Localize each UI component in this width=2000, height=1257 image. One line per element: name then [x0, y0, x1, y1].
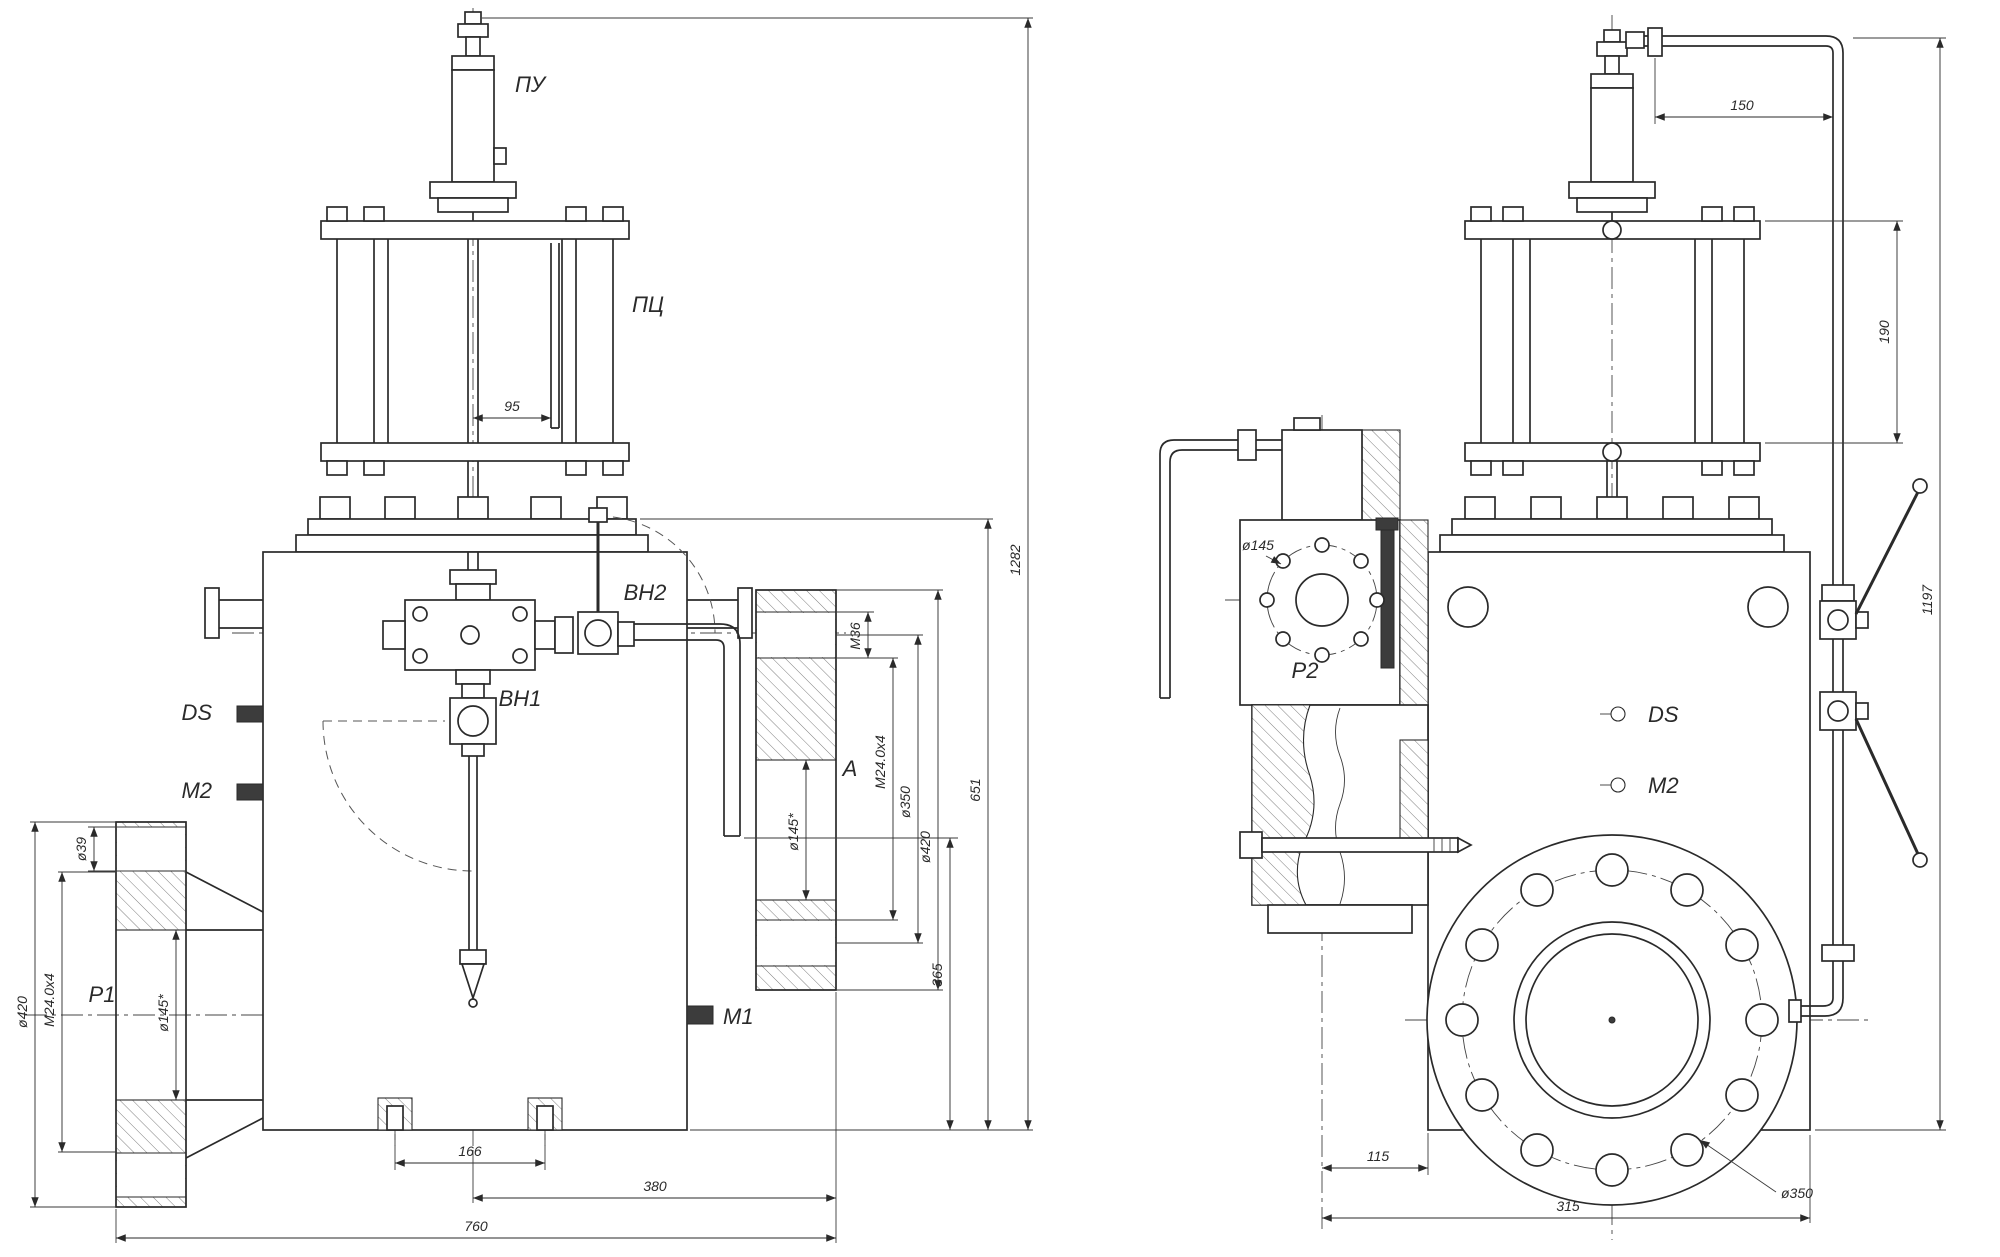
dim-350-main: ø350: [1781, 1185, 1813, 1201]
main-flange-right: [1426, 834, 1798, 1206]
dim-420-left: ø420: [14, 996, 30, 1028]
label-vn2: ВН2: [624, 580, 667, 605]
m1-port-left: [686, 1005, 714, 1025]
flange-p1: [115, 821, 264, 1208]
dim-145-left: ø145*: [155, 994, 171, 1032]
dim-150: 150: [1730, 97, 1754, 113]
dim-m24-right: М24.0х4: [872, 735, 888, 789]
dim-1282: 1282: [1007, 544, 1023, 575]
ball-valve-vn2: [577, 507, 741, 837]
p2-assembly: [1159, 417, 1473, 934]
pilot-pipe-right: [1625, 27, 1844, 585]
m2-port-left: [236, 783, 264, 801]
dim-350-right: ø350: [897, 786, 913, 818]
pneumatic-cylinder-left: [320, 206, 630, 497]
pilot-valve-left: [429, 11, 517, 221]
dim-380: 380: [643, 1178, 667, 1194]
dim-95: 95: [504, 398, 520, 414]
right-view-labels: P2 DS М2: [1292, 658, 1679, 798]
drain-boss-left-1: [377, 1097, 413, 1131]
dim-166: 166: [458, 1143, 482, 1159]
left-view-dimensions: 95 166 380 760 1282 651 365 М36: [14, 17, 1033, 1243]
label-m2-right: М2: [1648, 773, 1679, 798]
label-ds-right: DS: [1648, 702, 1679, 727]
dim-1197: 1197: [1919, 584, 1935, 615]
dim-315: 315: [1556, 1198, 1580, 1214]
right-piping: [1788, 478, 1928, 1023]
control-manifold: [382, 552, 574, 685]
ds-port-right: [1600, 706, 1626, 722]
dim-39: ø39: [73, 837, 89, 861]
dim-115: 115: [1367, 1148, 1390, 1164]
label-m2-left: М2: [181, 778, 212, 803]
left-view-labels: ПУ ПЦ ВН2 ВН1 DS М2 М1 P1 А: [89, 72, 858, 1029]
right-view-dimensions: 150 190 ø145 115 315 1197 ø350: [1242, 37, 1946, 1223]
left-view: ПУ ПЦ ВН2 ВН1 DS М2 М1 P1 А 95 166 380 7…: [14, 8, 1033, 1243]
label-pc: ПЦ: [632, 292, 664, 317]
label-p2: P2: [1292, 658, 1319, 683]
flange-section-right: [755, 589, 837, 991]
label-ds-left: DS: [181, 700, 212, 725]
dim-145-p2: ø145: [1242, 537, 1274, 553]
label-m1-left: М1: [723, 1004, 754, 1029]
ds-port-left: [236, 705, 264, 723]
pilot-valve-right: [1568, 29, 1656, 221]
dim-145-right: ø145*: [785, 813, 801, 851]
drain-boss-left-2: [527, 1097, 563, 1131]
dim-m24-left: М24.0х4: [41, 973, 57, 1027]
m2-port-right: [1600, 777, 1626, 793]
dim-m36: М36: [847, 622, 863, 649]
dim-420-right: ø420: [917, 831, 933, 863]
ball-valve-vn1: [322, 683, 497, 1008]
bonnet-right: [1439, 496, 1785, 553]
bonnet-left: [295, 496, 649, 553]
label-p1: P1: [89, 982, 116, 1007]
label-pu: ПУ: [515, 72, 547, 97]
dim-365: 365: [929, 963, 945, 987]
dim-190: 190: [1876, 320, 1892, 344]
dim-651: 651: [967, 778, 983, 801]
label-vn1: ВН1: [499, 686, 542, 711]
pneumatic-cylinder-right: [1464, 206, 1761, 497]
dim-760: 760: [464, 1218, 488, 1234]
label-section-a: А: [841, 756, 858, 781]
right-view: P2 DS М2 150 190 ø145 115 315 1197 ø350: [1159, 15, 1946, 1240]
